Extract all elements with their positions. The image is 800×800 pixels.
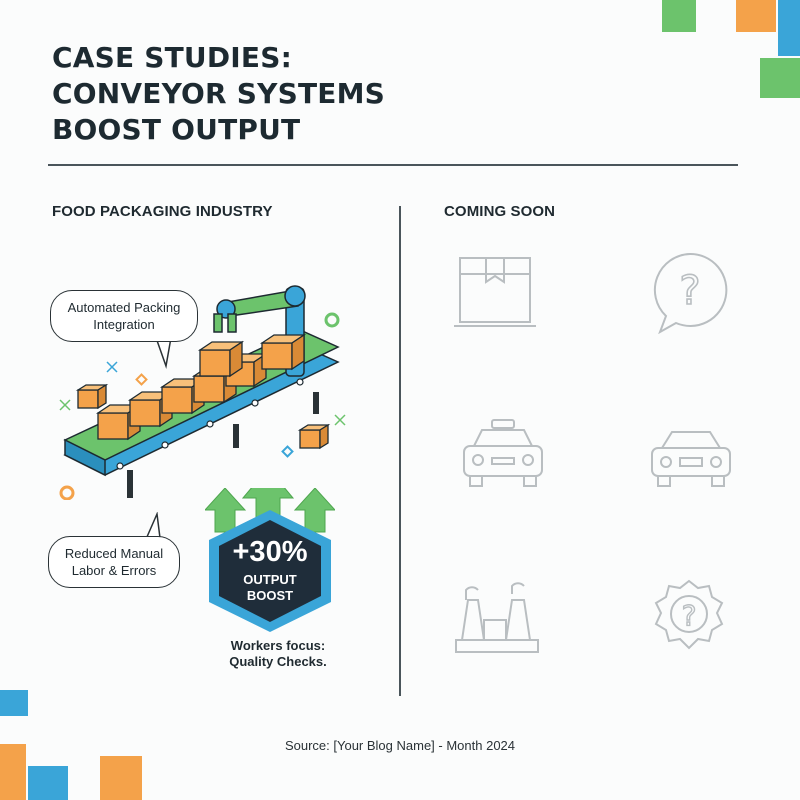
output-boost-badge: +30% OUTPUT BOOST [205, 488, 335, 632]
reduced-labor-callout: Reduced Manual Labor & Errors [48, 536, 180, 588]
output-boost-label: OUTPUT BOOST [205, 572, 335, 604]
box-icon [454, 257, 536, 327]
source-citation: Source: [Your Blog Name] - Month 2024 [284, 738, 516, 753]
workers-focus-note: Workers focus: Quality Checks. [204, 638, 352, 670]
callout-bottom-line-2: Labor & Errors [71, 563, 157, 578]
corner-square-orange-bottom [0, 744, 26, 800]
title-rule [48, 164, 738, 166]
automated-packing-callout: Automated Packing Integration [50, 290, 198, 342]
column-divider [399, 206, 401, 696]
taxi-icon [463, 419, 543, 487]
callout-bottom-line-1: Reduced Manual [64, 546, 164, 561]
title-line-3: BOOST OUTPUT [52, 113, 301, 146]
output-boost-value: +30% [232, 536, 308, 568]
corner-square-orange-bottom-2 [100, 756, 142, 800]
box-7 [259, 333, 307, 371]
corner-square-blue-bottom [0, 690, 28, 716]
corner-square-blue-bottom-2 [28, 766, 68, 800]
badge-line-1: OUTPUT [243, 572, 297, 587]
car-icon [651, 431, 731, 487]
title-line-1: CASE STUDIES: [52, 41, 293, 74]
corner-square-orange-top [736, 0, 776, 32]
note-line-2: Quality Checks. [229, 654, 327, 669]
coming-soon-heading: COMING SOON [444, 203, 556, 220]
corner-square-blue-top [778, 0, 800, 56]
conveyor-illustration [59, 285, 346, 500]
corner-square-green-top [662, 0, 696, 32]
callout-top-line-1: Automated Packing [67, 300, 181, 315]
svg-text:?: ? [682, 599, 697, 632]
corner-square-green-right [760, 58, 800, 98]
box-6 [197, 340, 245, 378]
callout-top-line-2: Integration [93, 317, 155, 332]
badge-line-2: BOOST [246, 588, 294, 603]
box-8 [75, 383, 109, 410]
title-line-2: CONVEYOR SYSTEMS [52, 77, 386, 110]
note-line-1: Workers focus: [230, 638, 326, 653]
svg-text:?: ? [679, 268, 700, 314]
factory-icon [455, 582, 539, 653]
sparkle-icon [106, 361, 118, 373]
box-9 [297, 423, 331, 450]
question-badge-icon: ? [654, 579, 724, 650]
food-packaging-heading: FOOD PACKAGING INDUSTRY [52, 203, 273, 220]
boost-arrows-icon [205, 488, 335, 632]
question-bubble-icon: ? [653, 252, 728, 334]
page-title: CASE STUDIES: CONVEYOR SYSTEMS BOOST OUT… [52, 40, 385, 148]
